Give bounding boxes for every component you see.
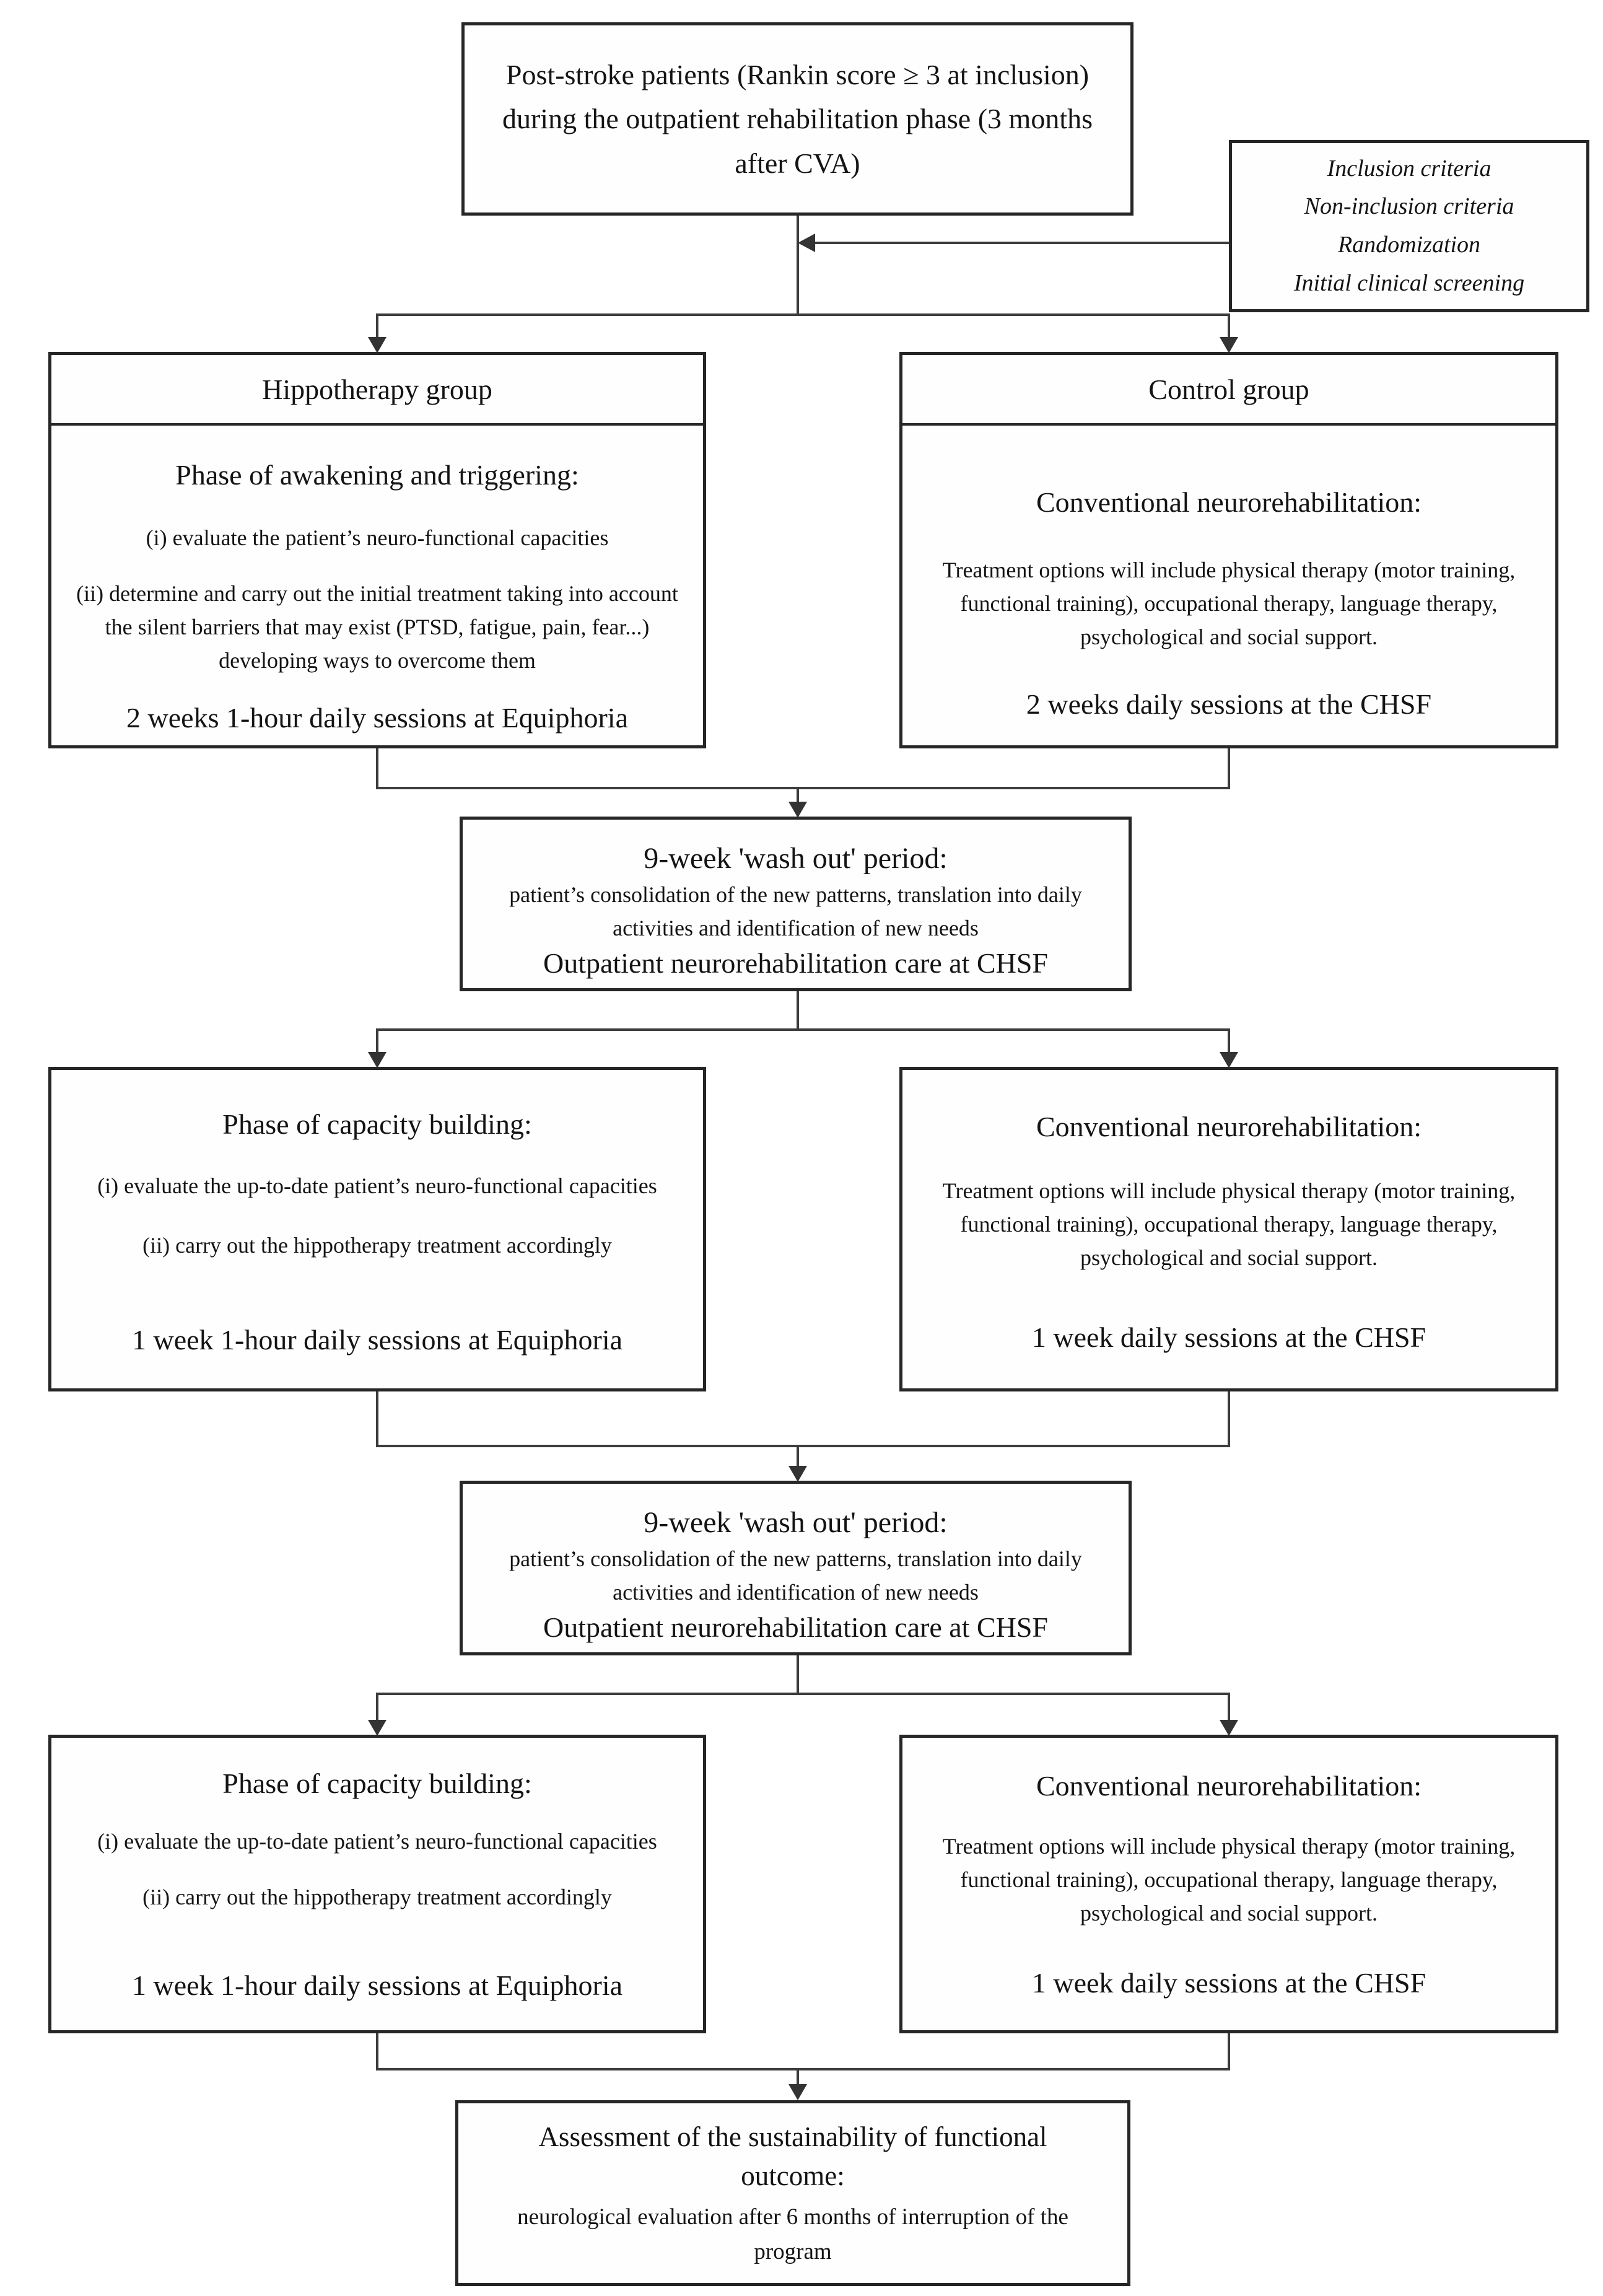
washout-title: 9-week 'wash out' period: bbox=[644, 1506, 948, 1539]
connector-merge-right-2 bbox=[1228, 1391, 1230, 1447]
control-group-box: Control group Conventional neurorehabili… bbox=[899, 352, 1558, 748]
connector-split-3 bbox=[376, 1693, 1230, 1695]
connector-merge-left-2 bbox=[376, 1391, 378, 1447]
connector-split-2 bbox=[376, 1028, 1230, 1031]
arrow-down-icon bbox=[1220, 1720, 1238, 1736]
connector-split-1 bbox=[376, 313, 1230, 316]
connector-washout1-out bbox=[797, 991, 799, 1031]
connector-criteria-line bbox=[814, 242, 1230, 244]
outcome-box: Assessment of the sustainability of func… bbox=[455, 2100, 1130, 2286]
connector-merge-right-3 bbox=[1228, 2033, 1230, 2070]
outcome-body: neurological evaluation after 6 months o… bbox=[517, 2204, 1068, 2264]
conventional-title: Conventional neurorehabilitation: bbox=[1036, 1770, 1422, 1802]
sessions-note: 2 weeks 1-hour daily sessions at Equipho… bbox=[126, 702, 628, 734]
control-group-body: Conventional neurorehabilitation: Treatm… bbox=[902, 483, 1555, 723]
washout-body: patient’s consolidation of the new patte… bbox=[509, 882, 1082, 941]
connector-merge-left-3 bbox=[376, 2033, 378, 2070]
criteria-line: Non-inclusion criteria bbox=[1304, 193, 1514, 220]
connector-center-1 bbox=[797, 787, 799, 804]
phase-item-i: (i) evaluate the patient’s neuro-functio… bbox=[146, 525, 609, 551]
criteria-line: Initial clinical screening bbox=[1293, 269, 1525, 296]
connector-merge-left-1 bbox=[376, 748, 378, 789]
hippotherapy-group-header: Hippotherapy group bbox=[51, 355, 703, 426]
arrow-down-icon bbox=[1220, 337, 1238, 353]
conventional-body: Treatment options will include physical … bbox=[942, 1178, 1516, 1271]
washout-title: 9-week 'wash out' period: bbox=[644, 842, 948, 875]
patients-box: Post-stroke patients (Rankin score ≥ 3 a… bbox=[461, 22, 1133, 216]
conventional-body: Treatment options will include physical … bbox=[942, 558, 1516, 650]
conventional-title: Conventional neurorehabilitation: bbox=[1036, 1111, 1422, 1142]
phase-title: Phase of awakening and triggering: bbox=[175, 459, 579, 491]
washout-footer: Outpatient neurorehabilitation care at C… bbox=[543, 1611, 1048, 1644]
outcome-title: Assessment of the sustainability of func… bbox=[538, 2121, 1047, 2191]
sessions-note: 1 week 1-hour daily sessions at Equiphor… bbox=[131, 1324, 623, 1356]
connector-branch-left-3 bbox=[376, 1693, 378, 1721]
arrow-down-icon bbox=[788, 802, 807, 818]
conventional-box-1: Conventional neurorehabilitation: Treatm… bbox=[899, 1067, 1558, 1391]
phase-item-ii: (ii) carry out the hippotherapy treatmen… bbox=[142, 1885, 612, 1910]
connector-washout2-out bbox=[797, 1655, 799, 1695]
phase-item-i: (i) evaluate the up-to-date patient’s ne… bbox=[97, 1829, 657, 1854]
conventional-box-2: Conventional neurorehabilitation: Treatm… bbox=[899, 1735, 1558, 2033]
criteria-line: Inclusion criteria bbox=[1327, 155, 1492, 182]
arrow-down-icon bbox=[788, 1466, 807, 1482]
connector-merge-3 bbox=[376, 2068, 1230, 2070]
washout-footer: Outpatient neurorehabilitation care at C… bbox=[543, 947, 1048, 979]
capacity-building-box-1: Phase of capacity building: (i) evaluate… bbox=[48, 1067, 706, 1391]
washout-box-2: 9-week 'wash out' period: patient’s cons… bbox=[460, 1481, 1132, 1655]
arrow-down-icon bbox=[1220, 1052, 1238, 1068]
capacity-building-box-2: Phase of capacity building: (i) evaluate… bbox=[48, 1735, 706, 2033]
phase-item-ii: (ii) carry out the hippotherapy treatmen… bbox=[142, 1233, 612, 1258]
connector-merge-2 bbox=[376, 1445, 1230, 1447]
phase-item-ii: (ii) determine and carry out the initial… bbox=[76, 581, 678, 673]
phase-title: Phase of capacity building: bbox=[222, 1768, 532, 1799]
hippotherapy-group-body: Phase of awakening and triggering: (i) e… bbox=[51, 455, 703, 737]
connector-branch-right-1 bbox=[1228, 313, 1230, 338]
patients-text: Post-stroke patients (Rankin score ≥ 3 a… bbox=[502, 59, 1093, 179]
sessions-note: 1 week daily sessions at the CHSF bbox=[1031, 1967, 1426, 1999]
phase-title: Phase of capacity building: bbox=[222, 1108, 532, 1140]
sessions-note: 1 week 1-hour daily sessions at Equiphor… bbox=[131, 1970, 623, 2002]
connector-merge-right-1 bbox=[1228, 748, 1230, 789]
control-group-header: Control group bbox=[902, 355, 1555, 426]
arrow-down-icon bbox=[368, 1720, 387, 1736]
connector-center-2 bbox=[797, 1445, 799, 1467]
criteria-box: Inclusion criteria Non-inclusion criteri… bbox=[1229, 140, 1589, 312]
criteria-line: Randomization bbox=[1337, 232, 1481, 258]
connector-center-3 bbox=[797, 2068, 799, 2087]
conventional-title: Conventional neurorehabilitation: bbox=[1036, 486, 1422, 518]
hippotherapy-group-box: Hippotherapy group Phase of awakening an… bbox=[48, 352, 706, 748]
washout-body: patient’s consolidation of the new patte… bbox=[509, 1546, 1082, 1605]
conventional-body: Treatment options will include physical … bbox=[942, 1834, 1516, 1926]
connector-branch-left-2 bbox=[376, 1028, 378, 1053]
arrow-down-icon bbox=[368, 1052, 387, 1068]
washout-box-1: 9-week 'wash out' period: patient’s cons… bbox=[460, 817, 1132, 991]
arrow-down-icon bbox=[368, 337, 387, 353]
phase-item-i: (i) evaluate the up-to-date patient’s ne… bbox=[97, 1173, 657, 1199]
sessions-note: 2 weeks daily sessions at the CHSF bbox=[1026, 688, 1432, 721]
arrow-down-icon bbox=[788, 2084, 807, 2100]
connector-branch-right-3 bbox=[1228, 1693, 1230, 1721]
connector-merge-1 bbox=[376, 787, 1230, 789]
connector-branch-right-2 bbox=[1228, 1028, 1230, 1053]
arrow-left-icon bbox=[798, 234, 815, 252]
connector-branch-left-1 bbox=[376, 313, 378, 338]
connector-top-spine bbox=[797, 214, 799, 315]
sessions-note: 1 week daily sessions at the CHSF bbox=[1031, 1321, 1426, 1354]
